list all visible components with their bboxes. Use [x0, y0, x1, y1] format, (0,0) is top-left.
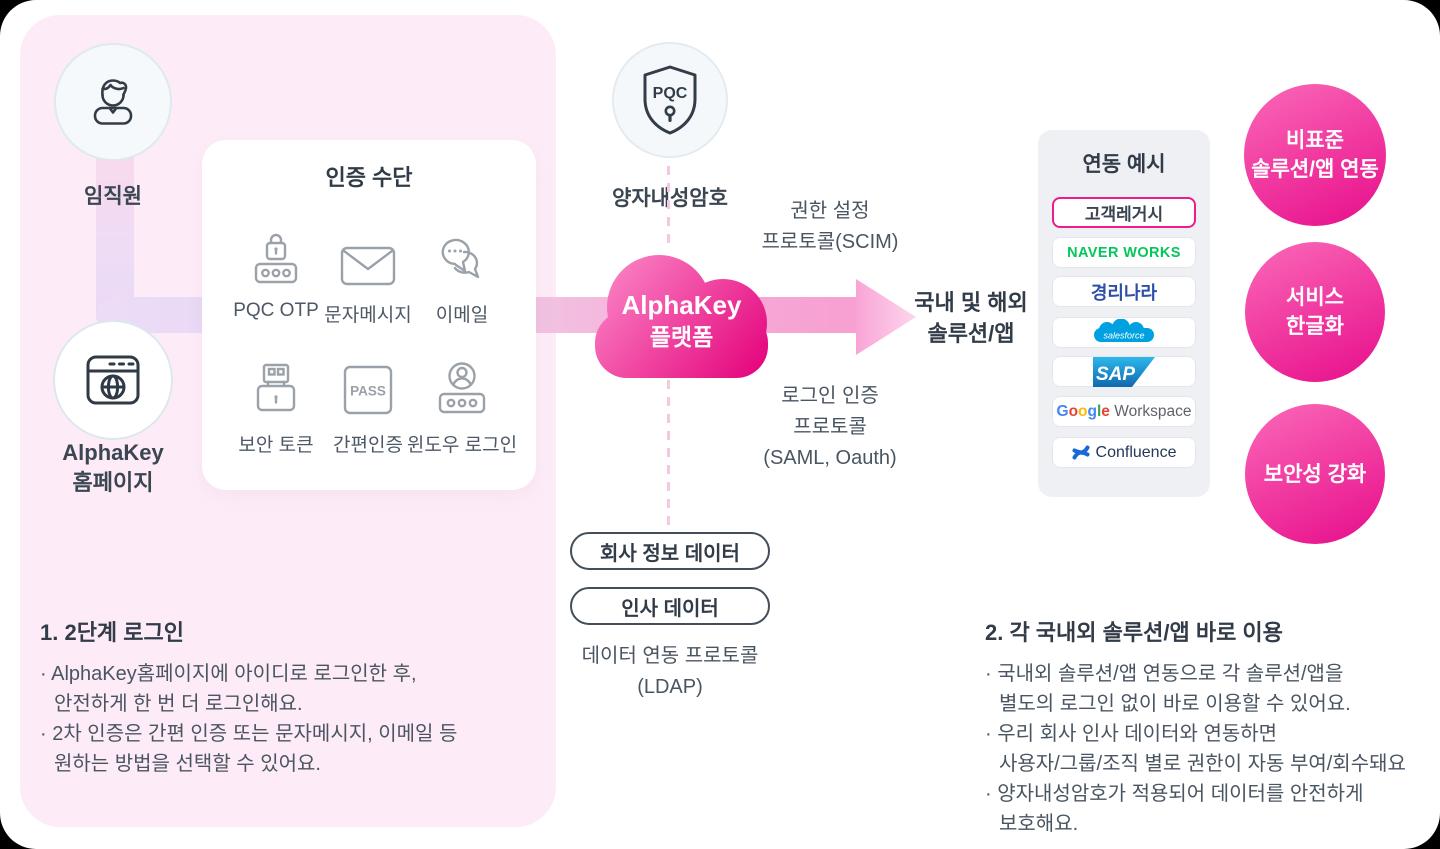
target-solutions-label: 국내 및 해외 솔루션/앱	[914, 290, 1028, 346]
chat-bubbles-icon	[441, 238, 480, 279]
legacy-label: 고객레거시	[1084, 205, 1164, 224]
app-card-naver-works: NAVER WORKS	[1052, 237, 1196, 268]
gyeongrinara-logo: 경리나라	[1090, 282, 1158, 303]
company-data-pill: 회사 정보 데이터	[570, 532, 770, 570]
ldap-protocol-label: 데이터 연동 프로토콜 (LDAP)	[581, 645, 759, 698]
flow-arrow-head	[856, 279, 916, 355]
integration-examples-panel	[1038, 130, 1210, 497]
confluence-icon	[1072, 445, 1090, 460]
svg-text:PQC: PQC	[653, 85, 688, 102]
app-card-gyeongrinara: 경리나라	[1052, 276, 1196, 307]
auth-method-token: 보안 토큰	[220, 354, 332, 457]
benefit-circle-nonstandard: 비표준 솔루션/앱 연동	[1244, 84, 1386, 226]
auth-method-pqc-otp: PQC OTP	[220, 224, 332, 322]
app-card-google-workspace: Google Workspace	[1052, 396, 1196, 427]
svg-text:PASS: PASS	[350, 384, 386, 399]
user-login-icon	[438, 362, 486, 414]
auth-card-title: 인증 수단	[325, 165, 413, 190]
platform-cloud-label: AlphaKey 플랫폼	[621, 290, 742, 350]
pqc-shield-icon: PQC	[643, 65, 697, 135]
dashed-connector-top	[667, 166, 670, 250]
hr-data-pill: 인사 데이터	[570, 587, 770, 625]
naver-works-logo: NAVER WORKS	[1067, 244, 1181, 261]
salesforce-logo: salesforce	[1094, 319, 1154, 342]
login-protocol-label: 로그인 인증 프로토콜 (SAML, Oauth)	[763, 385, 897, 469]
dashed-connector-bottom	[667, 380, 670, 526]
auth-method-windows: 윈도우 로그인	[406, 354, 518, 457]
envelope-icon	[340, 246, 396, 286]
note-two-step-login: 1. 2단계 로그인 · AlphaKey홈페이지에 아이디로 로그인한 후, …	[40, 615, 526, 779]
employee-node	[54, 43, 172, 161]
sap-logo: SAP	[1093, 356, 1155, 387]
svg-text:salesforce: salesforce	[1103, 331, 1144, 341]
otp-device-icon	[254, 233, 298, 284]
browser-globe-icon	[86, 355, 140, 405]
confluence-label: Confluence	[1095, 443, 1177, 461]
employee-label: 임직원	[84, 185, 142, 208]
auth-method-sms: 문자메시지	[312, 224, 424, 327]
note-direct-use: 2. 각 국내외 솔루션/앱 바로 이용 · 국내외 솔루션/앱 연동으로 각 …	[985, 615, 1435, 839]
app-card-confluence: Confluence	[1052, 437, 1196, 468]
google-workspace-logo: Google Workspace	[1056, 402, 1192, 420]
pqc-shield-node: PQC	[612, 42, 728, 158]
auth-method-email: 이메일	[406, 224, 518, 327]
pass-badge-icon: PASS	[343, 365, 393, 415]
benefit-circle-korean-localization: 서비스 한글화	[1245, 242, 1385, 382]
person-icon	[93, 79, 133, 125]
integration-examples-title: 연동 예시	[1082, 153, 1166, 176]
note1-title: 1. 2단계 로그인	[40, 620, 185, 645]
usb-token-icon	[256, 363, 296, 412]
app-card-salesforce: salesforce	[1052, 317, 1196, 348]
scim-protocol-label: 권한 설정 프로토콜(SCIM)	[761, 200, 899, 253]
homepage-node	[53, 320, 173, 440]
note2-title: 2. 각 국내외 솔루션/앱 바로 이용	[985, 620, 1283, 645]
app-card-sap: SAP	[1052, 356, 1196, 387]
homepage-label: AlphaKey 홈페이지	[62, 440, 164, 495]
auth-methods-card	[202, 140, 536, 490]
app-card-legacy: 고객레거시	[1052, 197, 1196, 228]
benefit-circle-security: 보안성 강화	[1245, 404, 1385, 544]
auth-method-pass: PASS 간편인증	[312, 354, 424, 457]
platform-cloud	[595, 255, 768, 378]
svg-text:SAP: SAP	[1096, 364, 1135, 385]
